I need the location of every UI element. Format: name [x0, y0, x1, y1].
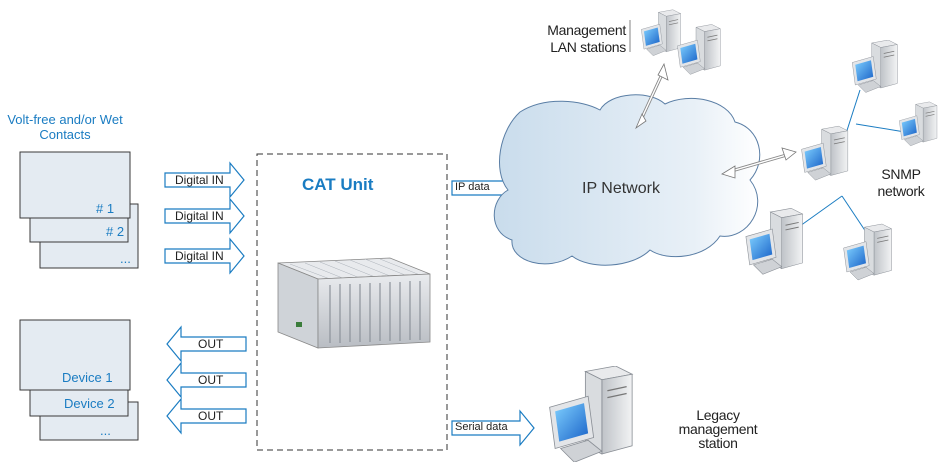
snmp-pc-bottom-left	[745, 207, 803, 275]
cat-unit-title: CAT Unit	[302, 175, 374, 194]
out-arrow-3	[166, 397, 247, 435]
out-label-3: OUT	[198, 409, 224, 423]
contacts-title: Volt-free and/or Wet Contacts	[7, 112, 123, 142]
ip-network-title: IP Network	[582, 180, 660, 197]
digital-in-arrow-2	[164, 197, 245, 235]
management-pc-1	[640, 9, 682, 57]
device-card-1	[19, 319, 131, 391]
management-title: Management LAN stations	[547, 22, 626, 55]
device-label-2: Device 2	[64, 396, 115, 411]
digital-in-arrow-3	[164, 237, 245, 275]
out-label-2: OUT	[198, 373, 224, 387]
contact-card-1	[19, 151, 131, 219]
contact-label-1: # 1	[96, 201, 115, 216]
snmp-pc-hub	[801, 125, 849, 181]
snmp-network-links	[799, 89, 906, 236]
legacy-pc	[548, 366, 633, 464]
out-arrow-2	[166, 361, 247, 399]
contact-label-3: ...	[120, 251, 131, 266]
snmp-pc-right	[898, 101, 938, 147]
snmp-pc-top	[851, 40, 898, 93]
out-arrows	[166, 325, 247, 435]
contact-label-2: # 2	[106, 224, 125, 239]
digital-in-arrow-1	[164, 161, 245, 199]
out-label-1: OUT	[198, 337, 224, 351]
ip-network-cloud	[493, 94, 761, 266]
contacts-stack	[19, 151, 139, 269]
ip-data-label: IP data	[455, 181, 490, 193]
digital-in-label-3: Digital IN	[175, 249, 224, 263]
snmp-pc-bottom-right	[843, 223, 893, 281]
serial-data-label: Serial data	[455, 421, 508, 433]
serial-data-arrow	[451, 409, 535, 447]
snmp-link-arrow	[721, 147, 797, 179]
device-label-3: ...	[100, 423, 111, 438]
snmp-title: SNMP network	[877, 166, 925, 199]
management-link-arrow	[635, 62, 669, 130]
rack-device	[277, 257, 431, 349]
management-pc-2	[677, 24, 721, 75]
cat-unit-box	[256, 153, 448, 451]
digital-in-arrows	[164, 161, 245, 275]
out-arrow-1	[166, 325, 247, 363]
digital-in-label-1: Digital IN	[175, 173, 224, 187]
legacy-title: Legacy management station	[678, 407, 758, 451]
device-label-1: Device 1	[62, 370, 113, 385]
devices-stack	[19, 319, 139, 441]
digital-in-label-2: Digital IN	[175, 209, 224, 223]
